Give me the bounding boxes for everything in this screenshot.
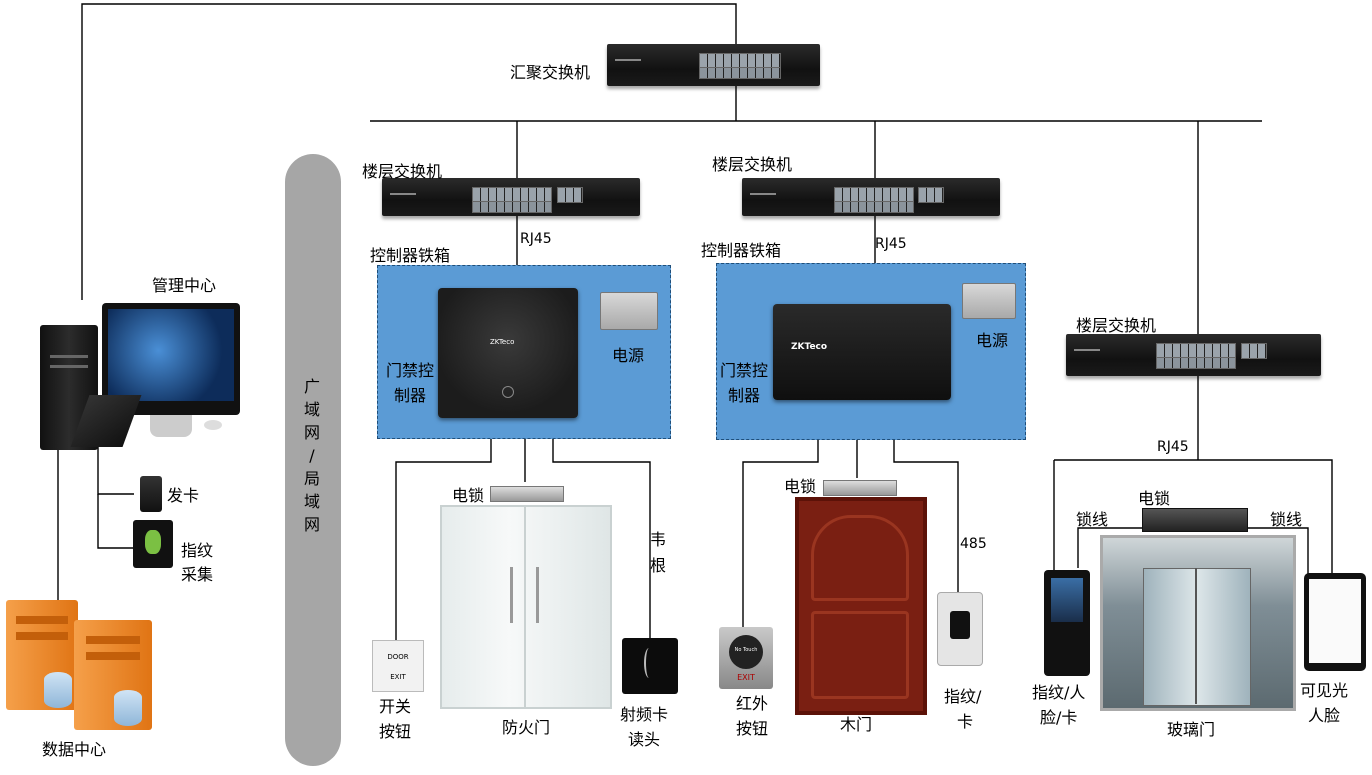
ir-exit-button: No Touch EXIT [719, 627, 773, 689]
wiegand-label-1: 韦 [650, 530, 667, 549]
fp-face-card-label-1: 指纹/人 [1032, 683, 1086, 702]
power-2-label: 电源 [976, 331, 1009, 350]
glass-door-label: 玻璃门 [1167, 720, 1216, 739]
rf-reader-label-1: 射频卡 [620, 705, 669, 724]
wan-lan-bar [285, 154, 341, 766]
exit-button-label-1: 开关 [379, 697, 412, 716]
wan-lan-label: 广 域 网 / 局 域 网 [303, 377, 320, 534]
ac-controller-2: ZKTeco [773, 304, 951, 400]
core-switch [607, 44, 820, 86]
uplink-wire [81, 3, 737, 300]
lock-2-label: 电锁 [784, 477, 817, 496]
exit-button-label-2: 按钮 [379, 722, 412, 741]
exit-button: DOOR EXIT [372, 640, 424, 692]
visible-face-label-2: 人脸 [1308, 706, 1341, 725]
fire-door [440, 505, 612, 709]
power-1-label: 电源 [612, 346, 645, 365]
database-icon [44, 672, 72, 708]
rj45-label-3: RJ45 [1157, 439, 1189, 455]
zkteco-logo: ZKTeco [490, 338, 515, 346]
mouse [204, 420, 222, 430]
visible-light-face-terminal [1304, 573, 1366, 671]
floor-switch-3-label: 楼层交换机 [1076, 316, 1157, 335]
rf-reader-label-2: 读头 [628, 730, 661, 749]
wood-door-label: 木门 [840, 715, 873, 734]
fingerprint-enroll-device [133, 520, 173, 568]
floor-switch-1-label: 楼层交换机 [362, 162, 443, 181]
power-supply-2 [962, 283, 1016, 319]
floor-switch-1 [382, 178, 640, 216]
electric-lock-3 [1142, 508, 1248, 532]
card-issuer-device [140, 476, 162, 512]
issue-card-label: 发卡 [167, 486, 200, 505]
fingerprint-enroll-label-2: 采集 [181, 565, 214, 584]
ac-controller-1-label-2: 制器 [394, 386, 427, 405]
ac-controller-1-label-1: 门禁控 [386, 361, 435, 380]
lock-3-label: 电锁 [1138, 489, 1171, 508]
fingerprint-card-reader [937, 592, 983, 666]
cabinet-1-label: 控制器铁箱 [370, 246, 451, 265]
rj45-label-1: RJ45 [520, 231, 552, 247]
fp-face-card-terminal [1044, 570, 1090, 676]
cabinet-2-label: 控制器铁箱 [701, 241, 782, 260]
fingerprint-enroll-label-1: 指纹 [181, 541, 214, 560]
floor-switch-2-label: 楼层交换机 [712, 155, 793, 174]
ac-controller-2-label-2: 制器 [728, 386, 761, 405]
electric-lock-1 [490, 486, 564, 502]
ir-button-label-2: 按钮 [736, 719, 769, 738]
rj45-label-2: RJ45 [875, 236, 907, 252]
data-center-label: 数据中心 [42, 740, 107, 759]
fp-card-label-2: 卡 [957, 712, 974, 731]
glass-door [1100, 535, 1296, 711]
ac-controller-2-label-1: 门禁控 [720, 361, 769, 380]
database-icon [114, 690, 142, 726]
mgmt-center-label: 管理中心 [152, 276, 217, 295]
monitor-stand [150, 415, 192, 437]
ir-button-label-1: 红外 [736, 694, 769, 713]
visible-face-label-1: 可见光 [1300, 681, 1349, 700]
lock-1-label: 电锁 [452, 486, 485, 505]
ac-controller-1: ZKTeco [438, 288, 578, 418]
power-supply-1 [600, 292, 658, 330]
lock-wire-1-label: 锁线 [1076, 510, 1109, 529]
wood-door [795, 497, 927, 715]
rf-card-reader [622, 638, 678, 694]
core-switch-label: 汇聚交换机 [510, 63, 591, 82]
fp-face-card-label-2: 脸/卡 [1040, 708, 1078, 727]
rs485-label: 485 [960, 536, 987, 552]
zkteco-logo: ZKTeco [791, 342, 828, 352]
floor-switch-3 [1066, 334, 1321, 376]
wiegand-label-2: 根 [650, 556, 667, 575]
electric-lock-2 [823, 480, 897, 496]
lock-wire-2-label: 锁线 [1270, 510, 1303, 529]
floor-switch-2 [742, 178, 1000, 216]
fp-card-label-1: 指纹/ [944, 687, 982, 706]
fire-door-label: 防火门 [502, 718, 551, 737]
